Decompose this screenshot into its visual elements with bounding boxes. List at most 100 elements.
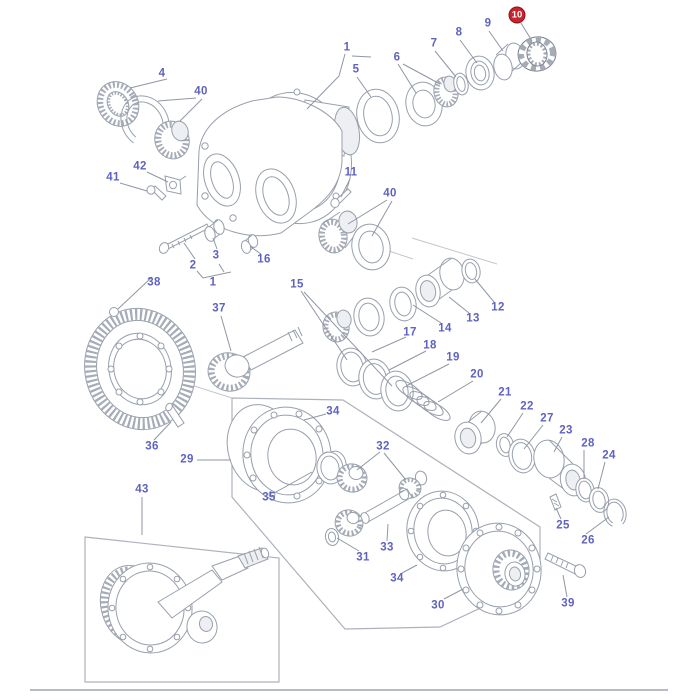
part-label-43[interactable]: 43 [135,483,149,496]
part-20-spring [395,380,451,421]
part-label-29[interactable]: 29 [180,453,194,466]
leader-line-1-a [351,55,372,58]
leader-line-10 [520,22,533,42]
part-label-23[interactable]: 23 [559,424,573,437]
leader-line-42 [146,171,169,183]
part-label-8[interactable]: 8 [455,26,463,39]
part-16-dowel [240,234,259,254]
part-42-clamp [164,175,187,195]
part-label-18[interactable]: 18 [423,339,437,352]
part-label-9[interactable]: 9 [484,17,492,30]
part-7-o-ring [453,72,469,96]
part-label-4[interactable]: 4 [158,67,166,80]
part-33-cross-shaft [360,487,413,524]
leader-line-40-a [179,98,203,122]
part-label-38[interactable]: 38 [147,276,161,289]
leader-line-38 [117,276,153,310]
part-label-15[interactable]: 15 [290,278,304,291]
part-4-lock-ring [96,81,140,127]
part-label-3[interactable]: 3 [212,249,220,262]
leader-line-40-b [347,199,388,225]
leader-line-12 [474,278,495,303]
part-label-1-b[interactable]: 1 [209,276,217,289]
part-label-21[interactable]: 21 [498,386,512,399]
part-label-22[interactable]: 22 [520,400,534,413]
leader-line-9 [488,30,504,52]
leader-line-13 [448,296,470,314]
part-label-42[interactable]: 42 [133,160,147,173]
leader-line-40-b [371,200,393,237]
part-36-roll-pin [165,402,185,428]
part-label-40-a[interactable]: 40 [194,85,208,98]
leader-line-41 [119,182,148,192]
part-label-2[interactable]: 2 [189,259,197,272]
part-label-40-b[interactable]: 40 [383,187,397,200]
part-label-17[interactable]: 17 [403,326,417,339]
part-1-carrier-housing [196,88,361,237]
part-label-34-a[interactable]: 34 [326,405,340,418]
leader-line-34-a [303,413,327,421]
part-label-20[interactable]: 20 [470,368,484,381]
selected-part-badge-10[interactable]: 10 [508,6,526,24]
page-bottom-rule [30,689,668,691]
part-3-spacer [204,219,225,242]
part-21-coupling [454,410,496,455]
part-label-35[interactable]: 35 [262,491,276,504]
part-label-26[interactable]: 26 [581,534,595,547]
part-32-pinion-gear-lower [334,509,364,537]
part-6-bearing-cone [433,75,459,108]
part-label-6[interactable]: 6 [393,51,401,64]
part-label-33[interactable]: 33 [380,541,394,554]
part-label-36[interactable]: 36 [145,440,159,453]
part-label-24[interactable]: 24 [602,449,616,462]
part-label-12[interactable]: 12 [491,301,505,314]
part-label-16[interactable]: 16 [257,253,271,266]
part-label-32[interactable]: 32 [376,440,390,453]
part-label-41[interactable]: 41 [106,171,120,184]
part-label-28[interactable]: 28 [581,437,595,450]
part-label-5[interactable]: 5 [352,63,360,76]
leader-line-26 [585,516,610,535]
leader-line-22 [506,412,524,438]
part-label-30[interactable]: 30 [431,599,445,612]
part-8-seal [465,55,495,91]
part-30-gear-carrier [456,522,542,616]
part-24-ring [588,487,610,513]
part-34a-diff-case-half [226,404,332,504]
part-label-19[interactable]: 19 [446,351,460,364]
part-label-11[interactable]: 11 [344,166,358,179]
part-label-31[interactable]: 31 [356,551,370,564]
part-31-washer [324,528,340,546]
part-label-34-b[interactable]: 34 [390,572,404,585]
part-label-37[interactable]: 37 [212,302,226,315]
part-40b-bearing-cone [318,210,358,254]
part-43-assembled-unit [99,546,270,654]
part-label-39[interactable]: 39 [561,597,575,610]
leader-line-5 [356,76,372,98]
part-39-bolt [544,552,587,578]
leader-line-19 [405,363,450,387]
leader-line-17 [371,336,407,353]
leader-line-33 [386,523,389,542]
part-14-flanged-ring [389,286,417,322]
part-label-25[interactable]: 25 [556,519,570,532]
leader-line-4 [129,78,168,89]
part-11-bolt [330,188,352,208]
leader-line-32 [383,452,407,481]
part-label-1-a[interactable]: 1 [343,41,351,54]
leader-line-37 [220,315,232,352]
leader-line-3 [212,237,218,250]
leader-line-25 [555,507,562,520]
part-label-13[interactable]: 13 [466,312,480,325]
leader-line-30 [443,588,464,600]
part-label-27[interactable]: 27 [540,412,554,425]
leader-line-14 [412,304,442,324]
part-38-plug [109,307,119,317]
leader-line-21 [480,398,502,424]
part-label-14[interactable]: 14 [438,322,452,335]
leader-line-8 [459,39,478,64]
part-label-7[interactable]: 7 [430,37,438,50]
